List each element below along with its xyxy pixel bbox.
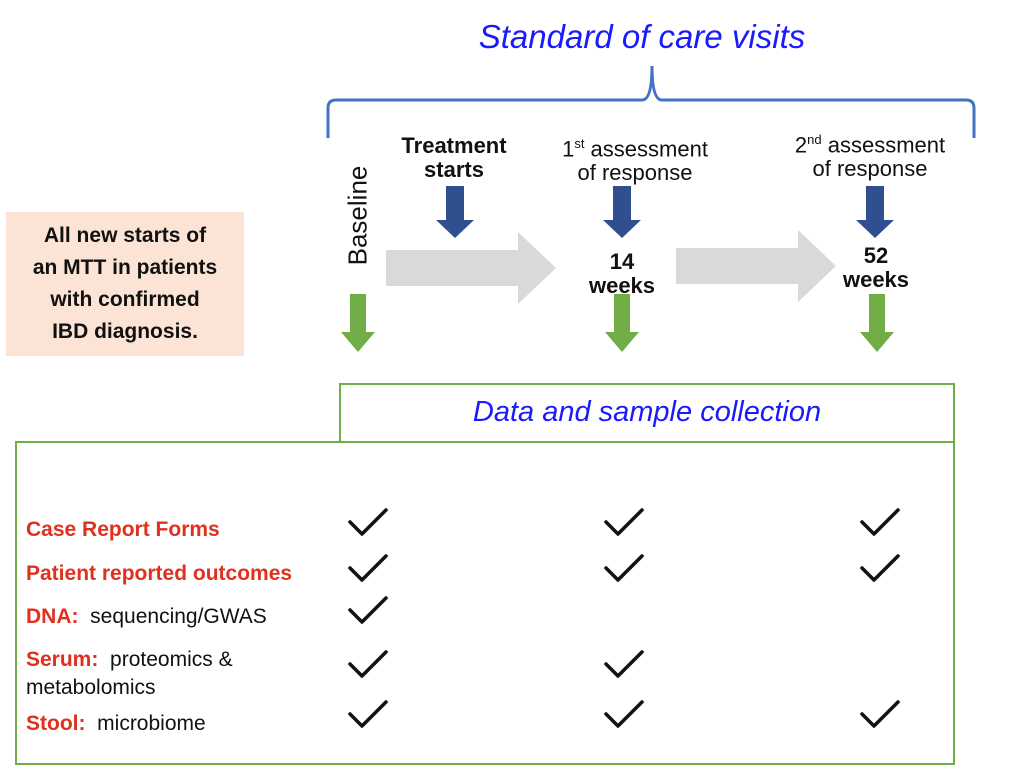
- first-green-arrow-icon: [605, 294, 639, 352]
- collection-title: Data and sample collection: [472, 395, 822, 428]
- inclusion-line1: All new starts of: [43, 224, 207, 247]
- check-icon: [348, 650, 388, 678]
- baseline-green-arrow-icon: [341, 294, 375, 352]
- inclusion-box: All new starts of an MTT in patients wit…: [6, 212, 244, 356]
- weeks-52-number: 52: [863, 243, 889, 268]
- row-label-text: Stool:: [26, 712, 86, 735]
- second-green-arrow-icon: [860, 294, 894, 352]
- timeline-arrow-1-icon: [386, 232, 556, 304]
- first-ord-sup: st: [574, 136, 585, 151]
- weeks-52-unit: weeks: [842, 267, 910, 292]
- row-label-text: Case Report Forms: [26, 518, 220, 541]
- check-icon: [604, 700, 644, 728]
- treatment-line2: starts: [424, 157, 484, 182]
- row-label-dna: DNA: sequencing/GWAS: [26, 603, 267, 631]
- inclusion-line3: with confirmed: [50, 288, 200, 311]
- check-icon: [860, 554, 900, 582]
- row-label-stool: Stool: microbiome: [26, 710, 206, 738]
- second-line2: of response: [812, 156, 928, 182]
- weeks-14-unit: weeks: [588, 273, 656, 298]
- row-label-text: Serum:: [26, 648, 99, 671]
- check-icon: [348, 508, 388, 536]
- check-icon: [860, 508, 900, 536]
- weeks-14-label: 14 weeks: [572, 250, 672, 298]
- check-icon: [604, 650, 644, 678]
- check-icon: [860, 700, 900, 728]
- check-icon: [348, 554, 388, 582]
- row-label-case-report-forms: Case Report Forms: [26, 516, 220, 544]
- row-detail-text: sequencing/GWAS: [90, 605, 267, 628]
- inclusion-line2: an MTT in patients: [32, 256, 218, 279]
- row-label-text: Patient reported outcomes: [26, 562, 293, 585]
- row-label-text: DNA:: [26, 605, 79, 628]
- second-ord-sup: nd: [807, 132, 822, 147]
- inclusion-line4: IBD diagnosis.: [52, 320, 198, 343]
- first-line2: of response: [577, 160, 693, 186]
- diagram-title: Standard of care visits: [478, 18, 806, 55]
- second-ord: 2: [794, 132, 808, 158]
- row-label-patient-reported-outcomes: Patient reported outcomes: [26, 560, 292, 588]
- check-icon: [348, 700, 388, 728]
- timeline-arrows: [341, 186, 894, 352]
- row-detail-text: proteomics &: [110, 648, 233, 671]
- treatment-arrow-icon: [436, 186, 474, 238]
- brace-icon: [326, 65, 976, 138]
- stage-second-assessment: 2nd assessment of response: [770, 128, 970, 181]
- check-icon: [604, 508, 644, 536]
- row-label-serum: Serum: proteomics & metabolomics: [26, 646, 233, 702]
- collection-frame: [15, 383, 955, 765]
- first-arrow-icon: [603, 186, 641, 238]
- first-ord: 1: [562, 136, 575, 162]
- row-detail-text-2: metabolomics: [26, 676, 156, 699]
- second-line1: assessment: [821, 132, 946, 158]
- check-icon: [604, 554, 644, 582]
- weeks-14-number: 14: [609, 249, 635, 274]
- timeline-arrow-2-icon: [676, 230, 836, 302]
- stage-first-assessment: 1st assessment of response: [540, 132, 730, 185]
- second-arrow-icon: [856, 186, 894, 238]
- stage-treatment: Treatment starts: [384, 134, 524, 182]
- treatment-line1: Treatment: [401, 133, 507, 158]
- check-icon: [348, 596, 388, 624]
- first-line1: assessment: [584, 136, 708, 162]
- row-detail-text: microbiome: [97, 712, 206, 735]
- weeks-52-label: 52 weeks: [826, 244, 926, 292]
